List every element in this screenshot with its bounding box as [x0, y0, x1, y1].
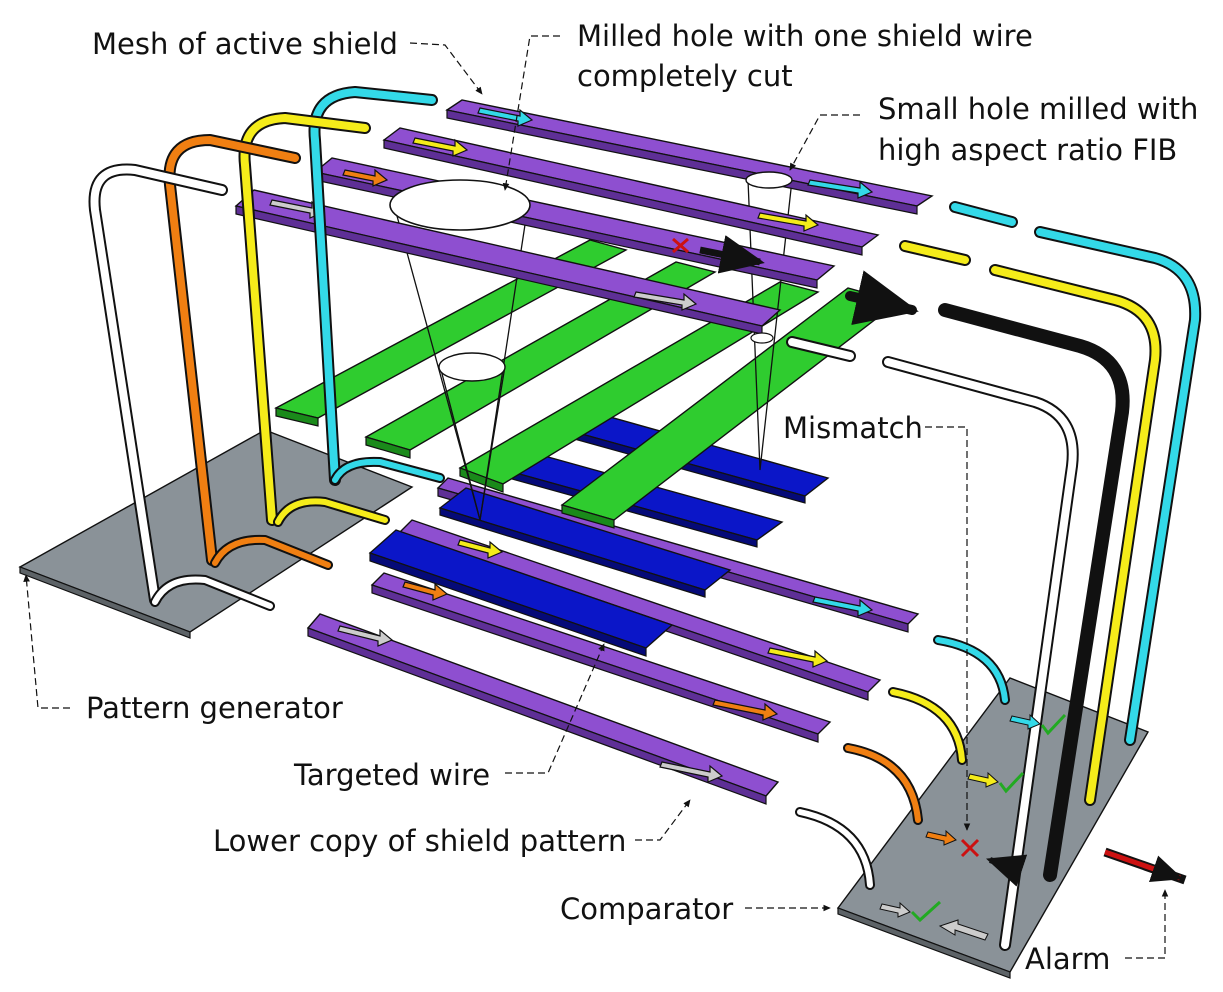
- upper-shield-mesh: [234, 99, 934, 335]
- check-icon: [1040, 713, 1067, 736]
- label-milled-hole-2: completely cut: [577, 59, 793, 93]
- label-small-hole-2: high aspect ratio FIB: [878, 133, 1177, 167]
- lower-shield-wire-4: [306, 613, 780, 805]
- targeted-wire: [368, 529, 674, 657]
- label-milled-hole-1: Milled hole with one shield wire: [577, 19, 1033, 53]
- label-lower-copy: Lower copy of shield pattern: [213, 824, 626, 858]
- signal-paths-generator: [88, 86, 438, 606]
- check-icon: [910, 900, 942, 923]
- signal-paths-lower: [150, 456, 445, 611]
- hole-icon: [389, 171, 793, 382]
- cut-wire-signal: [672, 235, 765, 274]
- labels: Mesh of active shield Milled hole with o…: [86, 19, 1198, 976]
- lower-shield-wire-3: [370, 572, 832, 743]
- pattern-generator-platform: [18, 429, 414, 639]
- shield-wire-2: [382, 127, 880, 256]
- signal-paths-comparator: [786, 201, 1202, 951]
- label-alarm: Alarm: [1025, 942, 1110, 976]
- label-small-hole-1: Small hole milled with: [878, 92, 1198, 126]
- label-comparator: Comparator: [560, 892, 733, 926]
- check-icon: [998, 771, 1025, 794]
- comparator-results: [879, 713, 1067, 941]
- cross-icon: [960, 838, 980, 858]
- leader-lines: [23, 35, 1169, 959]
- label-mismatch: Mismatch: [783, 411, 923, 445]
- label-targeted-wire: Targeted wire: [293, 758, 490, 792]
- label-pattern-generator: Pattern generator: [86, 691, 343, 725]
- alarm-arrow: [1103, 847, 1187, 885]
- signal-paths-lower-to-comparator: [795, 635, 1010, 890]
- cross-icon: [672, 237, 689, 254]
- label-mesh: Mesh of active shield: [92, 27, 398, 61]
